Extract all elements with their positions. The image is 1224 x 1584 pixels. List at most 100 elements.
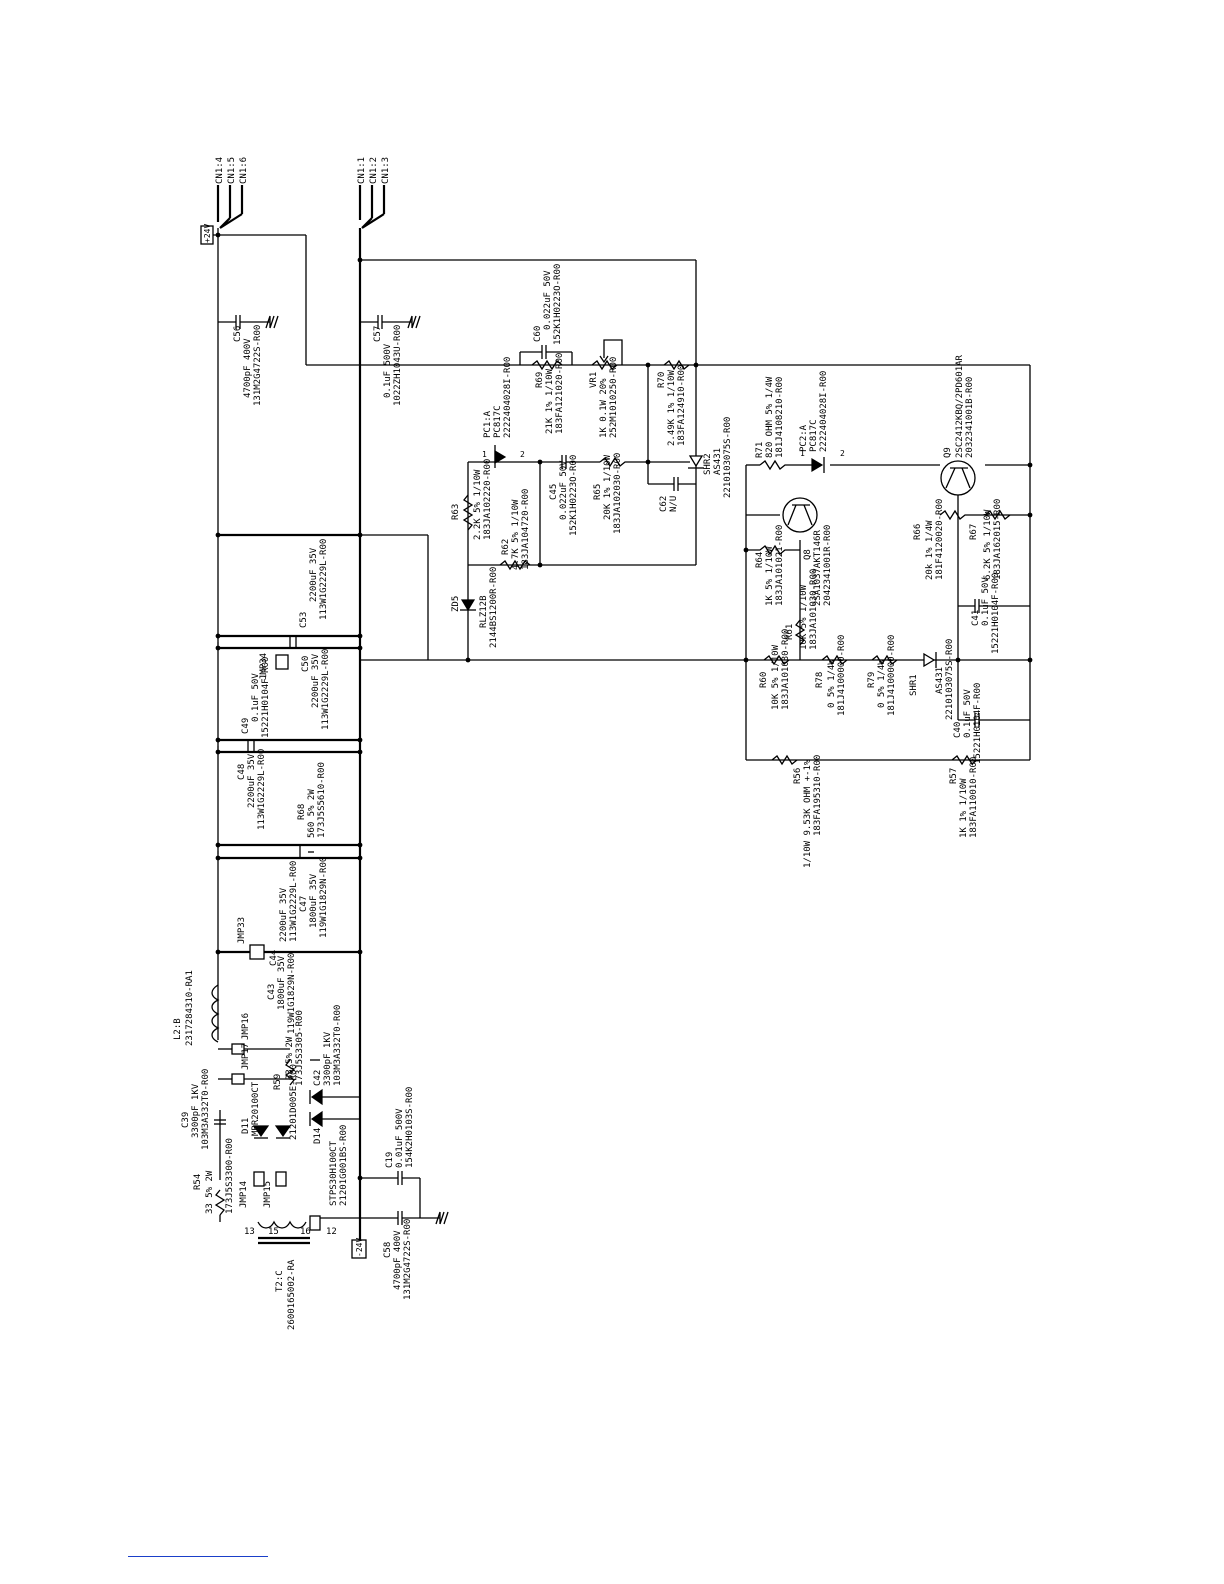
capacitor-c58: C58 4700pF 400V 131M2G4722S-R00 — [318, 1211, 449, 1300]
resistor-r70: R70 2.49K 1% 1/10W 183FA124910-R00 — [647, 359, 690, 462]
shr1-value: AS431 — [935, 667, 945, 694]
c62-value: N/U — [669, 496, 679, 512]
transformer-t2c: 13 15 16 12 T2:C 2600165002-RA — [219, 1215, 337, 1330]
r69-part: 183FA121020-R00 — [555, 353, 565, 434]
r70-value: 2.49K 1% 1/10W — [667, 370, 677, 446]
neg24-label: -24V — [355, 1238, 364, 1257]
resistor-r62: R62 4.7K 5% 1/10W 183JA104720-R00 — [468, 489, 696, 571]
resistor-r68: R68 560 5% 2W 173J5S5610-R00 — [217, 762, 327, 858]
pc1a-value: PC817C — [493, 405, 503, 438]
q9-ref: Q9 — [943, 447, 953, 458]
capacitor-c43: C43 1800uF 35V 119W1G1829N-R00 — [267, 953, 297, 1034]
c42-part: 103M3A332T0-R00 — [333, 1005, 343, 1086]
r63-part: 183JA102220-R00 — [483, 459, 493, 540]
cn1-4-label: CN1:4 — [215, 157, 225, 184]
c49-part: 15221H0104F-R00 — [261, 657, 271, 738]
d11-ref: D11 — [241, 1118, 251, 1134]
q8-part: 2042341001R-R00 — [823, 525, 833, 606]
capacitor-c44: C44 2200uF 35V 113W1G2229L-R00 — [249, 861, 299, 966]
r68-value: 560 5% 2W — [307, 789, 317, 838]
jmp17-label: JMP17 — [241, 1043, 251, 1070]
q9-part: 2032341001B-R00 — [965, 377, 975, 458]
c57-value: 0.1uF 500V — [383, 343, 393, 398]
d14-value: STPS30H100CT — [329, 1140, 339, 1206]
r59-value: 33 5% 2W — [285, 1036, 295, 1080]
shr2-value: AS431 — [713, 448, 723, 475]
capacitor-c39: C39 3300pF 1KV 103M3A332T0-R00 — [181, 1069, 226, 1180]
r61-part: 183JA101030-R00 — [809, 569, 819, 650]
pc2a-part: 2222404028I-R00 — [819, 371, 829, 452]
c41-ref: C41 — [971, 610, 981, 626]
capacitor-c53: C53 2200uF 35V 113W1G2229L-R00 — [217, 539, 329, 648]
diode-d14: D14 STPS30H100CT 21201G001BS-R00 — [309, 1088, 360, 1206]
r71-ref: R71 — [755, 442, 765, 458]
cn1-6-label: CN1:6 — [239, 157, 249, 184]
shr2-part: 2210103075S-R00 — [723, 417, 733, 498]
t2c-pin12: 12 — [326, 1227, 337, 1237]
transistor-q9: Q9 2SC2412KBQ/2PD601AR 2032341001B-R00 — [940, 354, 976, 496]
optocoupler-pc1a: 1 2 PC1:A PC817C 2222404028I-R00 — [482, 357, 540, 468]
r65-ref: R65 — [593, 484, 603, 500]
d11-value: MBR20100CT — [251, 1081, 261, 1136]
r57-value: 1K 1% 1/10W — [959, 778, 969, 838]
resistor-r65: R65 20K 1% 1/10W 183JA102030-R00 — [593, 453, 648, 534]
jmp16-label: JMP16 — [241, 1013, 251, 1040]
capacitor-c48: C48 2200uF 35V 113W1G2229L-R00 — [237, 749, 267, 830]
c44-ref: C44 — [269, 950, 279, 966]
svg-text:1: 1 — [482, 450, 487, 459]
c47-ref: C47 — [299, 896, 309, 912]
c53-part: 113W1G2229L-R00 — [319, 539, 329, 620]
c53-value: 2200uF 35V — [309, 547, 319, 602]
pos24-label: +24V — [203, 224, 212, 243]
c62-ref: C62 — [659, 496, 669, 512]
jumpers-jmp14-jmp15: JMP14 JMP15 — [239, 1171, 287, 1208]
q8-ref: Q8 — [803, 549, 813, 560]
jmp34-label: JMP34 — [259, 653, 269, 680]
r71-value: 820 OHM 5% 1/4W — [765, 376, 775, 458]
c49-value: 0.1uF 50V — [251, 673, 261, 722]
r71-part: 181J4108210-R00 — [775, 377, 785, 458]
r61-value: 10K 5% 1/10W — [799, 584, 809, 650]
r69-value: 21K 1% 1/10W — [545, 368, 555, 434]
jumper-jmp33: JMP33 — [237, 917, 247, 944]
r54-value: 33 5% 2W — [205, 1170, 215, 1214]
cn1-5-label: CN1:5 — [227, 157, 237, 184]
c42-ref: C42 — [313, 1070, 323, 1086]
r68-ref: R68 — [297, 804, 307, 820]
r60-part: 183JA101030-R00 — [781, 629, 791, 710]
r67-part: 183JA162015-R00 — [993, 499, 1003, 580]
vr1-value: 1K 0.1W 20% — [599, 378, 609, 438]
r78-value: 0 5% 1/4W — [827, 659, 837, 708]
c40-part: 15221H0104F-R00 — [973, 683, 983, 764]
c48-value: 2200uF 35V — [247, 753, 257, 808]
pc1a-part: 2222404028I-R00 — [503, 357, 513, 438]
r78-part: 181J4100000-R00 — [837, 635, 847, 716]
t2c-ref: T2:C — [275, 1270, 285, 1292]
r64-part: 183JA101021-R00 — [775, 525, 785, 606]
c45-part: 152K1H0223O-R00 — [569, 455, 579, 536]
r57-part: 183FA110010-R00 — [969, 757, 979, 838]
capacitor-c42: C42 3300pF 1KV 103M3A332T0-R00 — [310, 1005, 343, 1086]
c42-value: 3300pF 1KV — [323, 1031, 333, 1086]
r79-ref: R79 — [867, 672, 877, 688]
optocoupler-pc2a: 1 2 PC2:A PC817C 2222404028I-R00 — [799, 371, 845, 473]
c57-ref: C57 — [373, 326, 383, 342]
resistor-r57: R57 1K 1% 1/10W 183FA110010-R00 — [949, 754, 979, 838]
vr1-part: 252M1010250-R00 — [609, 357, 619, 438]
c50-part: 113W1G2229L-R00 — [321, 649, 331, 730]
shunt-regulator-shr2: SHR2 AS431 2210103075S-R00 — [648, 417, 733, 498]
l2b-ref: L2:B — [173, 1018, 183, 1040]
footer-link-underline[interactable] — [128, 1556, 268, 1557]
resistor-r60: R60 10K 5% 1/10W 183JA101030-R00 — [759, 629, 791, 710]
c40-ref: C40 — [953, 722, 963, 738]
c60-part: 152K1H0223O-R00 — [553, 264, 563, 345]
c58-value: 4700pF 400V — [393, 1230, 403, 1290]
r59-ref: R59 — [273, 1074, 283, 1090]
r62-ref: R62 — [501, 539, 511, 555]
capacitor-c50: C50 2200uF 35V 113W1G2229L-R00 — [301, 649, 331, 730]
capacitor-c40: C40 0.1uF 50V 15221H0104F-R00 — [953, 660, 1030, 764]
c56-part: 131M2G4722S-R00 — [253, 325, 263, 406]
c43-ref: C43 — [267, 984, 277, 1000]
r56-ref: R56 — [793, 768, 803, 784]
r68-part: 173J5S5610-R00 — [317, 762, 327, 838]
